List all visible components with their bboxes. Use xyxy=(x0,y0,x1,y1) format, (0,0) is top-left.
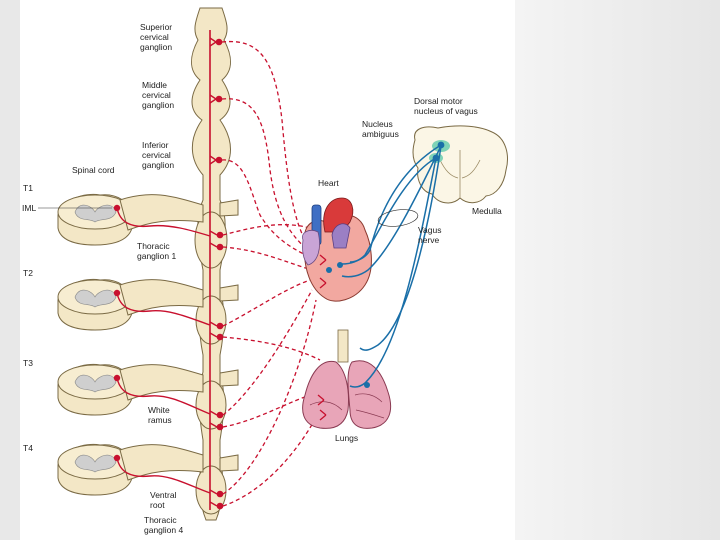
preganglionic-t3 xyxy=(116,377,211,415)
t3-neuron-a xyxy=(216,411,224,419)
spinal-segment-t4 xyxy=(57,443,239,496)
vagal-target-neurons xyxy=(326,262,370,388)
sympathetic-chain xyxy=(191,7,231,521)
t4-neuron-a xyxy=(216,490,224,498)
superior-neuron xyxy=(215,38,223,46)
ramus-t2 xyxy=(119,279,204,316)
t2-neuron-b xyxy=(216,333,224,341)
label-spinal-cord: Spinal cord xyxy=(72,165,115,175)
left-margin xyxy=(0,0,20,540)
label-t2: T2 xyxy=(23,268,33,278)
ramus-out-t4 xyxy=(219,454,239,472)
middle-neuron xyxy=(215,95,223,103)
grey-matter-t3 xyxy=(74,374,117,393)
lung-fissures xyxy=(309,393,385,419)
t2-neuron-a xyxy=(216,322,224,330)
label-t1: T1 xyxy=(23,183,33,193)
label-t3: T3 xyxy=(23,358,33,368)
inferior-neuron xyxy=(215,156,223,164)
spinal-segment-t3 xyxy=(57,363,239,416)
preganglionic-t2 xyxy=(116,292,211,326)
trachea xyxy=(337,329,349,363)
ramus-out-t1 xyxy=(219,199,239,217)
ganglion-neurons xyxy=(215,38,224,510)
preganglionic-t1 xyxy=(116,207,211,237)
vagus-fibers xyxy=(341,144,442,388)
t1-neuron-a xyxy=(216,231,224,239)
label-iml: IML xyxy=(22,203,36,213)
organ-terminals xyxy=(317,254,327,421)
label-lungs: Lungs xyxy=(335,433,358,443)
grey-matter-t4 xyxy=(74,454,117,473)
spinal-segment-t1 xyxy=(57,193,239,246)
heart xyxy=(302,197,372,302)
cardiac-ganglion-b xyxy=(326,267,332,273)
ramus-out-t2 xyxy=(219,284,239,302)
label-heart: Heart xyxy=(318,178,339,188)
vagus-nerve-loop xyxy=(377,209,419,227)
pulmonary-trunk xyxy=(331,223,351,249)
ramus-t3 xyxy=(119,364,204,401)
cardiac-ganglion-a xyxy=(337,262,343,268)
ramus-t1 xyxy=(119,194,204,231)
right-margin xyxy=(515,0,720,540)
thoracic-ganglion-1 xyxy=(194,211,228,269)
t4-neuron-b xyxy=(216,502,224,510)
postganglionic-fibers xyxy=(221,40,321,507)
grey-matter-t2 xyxy=(74,289,117,308)
label-t4: T4 xyxy=(23,443,33,453)
left-lung xyxy=(302,360,349,429)
ramus-t4 xyxy=(119,444,204,481)
grey-matter-t1 xyxy=(74,204,117,223)
medulla-fissure xyxy=(439,150,481,198)
label-medulla: Medulla xyxy=(472,206,502,216)
lungs xyxy=(302,329,392,429)
synapse-forks xyxy=(209,37,218,507)
aorta xyxy=(323,197,354,233)
t1-neuron-b xyxy=(216,243,224,251)
t3-neuron-b xyxy=(216,423,224,431)
ramus-out-t3 xyxy=(219,369,239,387)
pulmonary-ganglion xyxy=(364,382,370,388)
preganglionic-t4 xyxy=(116,457,211,494)
right-atrium xyxy=(302,230,320,266)
spinal-segment-t2 xyxy=(57,278,239,331)
